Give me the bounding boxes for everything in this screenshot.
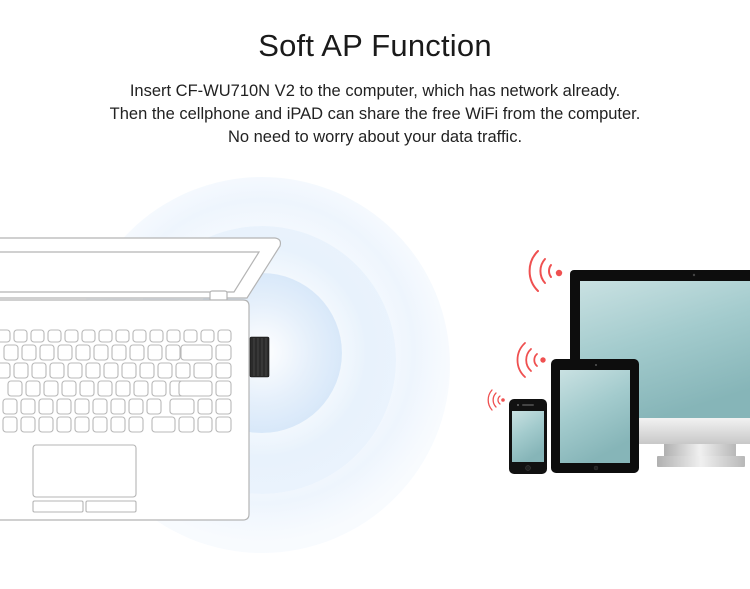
usb-wifi-adapter [249, 336, 270, 378]
description-line-3: No need to worry about your data traffic… [227, 128, 523, 146]
signal-icon-phone [487, 389, 501, 411]
tablet [551, 359, 639, 473]
description-line-1: Insert CF-WU710N V2 to the computer, whi… [129, 82, 621, 100]
smartphone [509, 399, 547, 474]
signal-icon-tablet [516, 342, 538, 378]
signal-dot-phone [501, 398, 505, 402]
keyboard [0, 329, 232, 433]
page-title: Soft AP Function [258, 28, 492, 63]
signal-dot-monitor [555, 269, 563, 277]
description: Insert CF-WU710N V2 to the computer, whi… [0, 80, 750, 149]
description-line-2: Then the cellphone and iPAD can share th… [109, 105, 641, 123]
signal-icon-monitor [528, 250, 552, 292]
trackpad [32, 444, 137, 513]
signal-dot-tablet [540, 357, 546, 363]
